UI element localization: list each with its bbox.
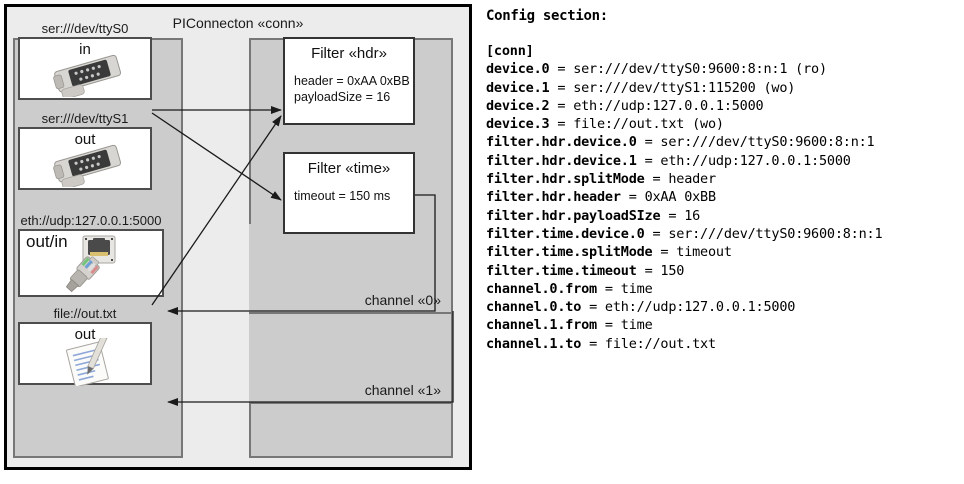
diagram-title: PIConnecton «conn» [172,15,304,31]
channel-0-label: channel «0» [364,292,441,308]
config-value: = eth://udp:127.0.0.1:5000 [549,97,764,114]
config-line: channel.0.to = eth://udp:127.0.0.1:5000 [486,298,882,316]
config-line: filter.hdr.payloadSIze = 16 [486,207,882,225]
config-key: device.0 [486,61,550,78]
config-line: channel.1.from = time [486,316,882,334]
config-key: filter.time.device.0 [486,225,645,242]
device-caption-file: file://out.txt [53,306,117,321]
serial-port-icon [50,143,126,192]
config-line: filter.hdr.header = 0xAA 0xBB [486,188,882,206]
config-key: filter.hdr.header [486,189,621,206]
config-value: = file://out.txt [581,335,716,352]
channel-1-region: channel «1» [249,314,453,404]
config-key: channel.0.from [486,280,597,297]
config-key: device.1 [486,79,550,96]
config-key: filter.hdr.splitMode [486,171,645,188]
config-text: [conn]device.0 = ser:///dev/ttyS0:9600:8… [486,42,883,353]
device-node-ttys1[interactable]: ser:///dev/ttyS1 out [18,110,152,190]
config-line: filter.hdr.device.0 = ser:///dev/ttyS0:9… [486,133,882,151]
config-value: = eth://udp:127.0.0.1:5000 [636,152,851,169]
device-box-ttys1[interactable]: out [18,127,152,190]
device-caption-ttys0: ser:///dev/ttyS0 [41,21,129,36]
config-value: = 0xAA 0xBB [620,189,716,206]
config-value: = eth://udp:127.0.0.1:5000 [581,299,796,316]
serial-port-icon [50,53,126,102]
device-direction-label: out/in [26,232,68,251]
device-node-ttys0[interactable]: ser:///dev/ttyS0 in [18,20,152,100]
device-box-ttys0[interactable]: in [18,37,152,100]
config-value: = header [644,171,716,188]
config-line: device.2 = eth://udp:127.0.0.1:5000 [486,97,882,115]
device-caption-eth: eth://udp:127.0.0.1:5000 [20,213,162,228]
device-direction-label: in [79,41,91,58]
config-value: = 16 [660,207,701,224]
config-key: filter.hdr.device.1 [486,152,637,169]
filter-attrs-hdr: header = 0xAA 0xBB payloadSize = 16 [294,74,410,104]
channel-0-region: channel «0» [249,224,453,314]
device-direction-label: out [74,131,96,148]
file-document-icon [62,331,124,391]
channel-1-label: channel «1» [364,382,441,398]
config-value: = ser:///dev/ttyS0:9600:8:n:1 [644,225,883,242]
config-key: filter.time.timeout [486,262,637,279]
filter-box-hdr[interactable]: Filter «hdr» header = 0xAA 0xBB payloadS… [283,37,415,125]
ethernet-jack-icon [82,235,116,270]
config-value: = time [597,317,653,334]
device-caption-ttys1: ser:///dev/ttyS1 [41,111,129,126]
config-line: filter.time.device.0 = ser:///dev/ttyS0:… [486,225,883,243]
filter-title-time: Filter «time» [307,160,391,177]
config-key: filter.hdr.payloadSIze [486,207,661,224]
config-value: = time [597,280,653,297]
config-value: = file://out.txt (wo) [549,116,724,133]
ethernet-plug-icon [52,253,112,300]
config-line: device.0 = ser:///dev/ttyS0:9600:8:n:1 (… [486,60,882,78]
config-key: channel.1.from [486,317,597,334]
device-box-eth[interactable]: out/in [18,229,164,297]
config-heading: Config section: [486,8,608,24]
config-key: device.2 [486,97,550,114]
filter-attrs-time: timeout = 150 ms [294,189,391,203]
config-value: = 150 [636,262,685,279]
filter-title-hdr: Filter «hdr» [311,45,387,62]
config-line: filter.time.timeout = 150 [486,262,882,280]
config-line: device.3 = file://out.txt (wo) [486,115,882,133]
device-direction-label: out [74,326,96,343]
config-value: = ser:///dev/ttyS1:115200 (wo) [549,79,796,96]
config-line: filter.hdr.splitMode = header [486,170,882,188]
filter-box-time[interactable]: Filter «time» timeout = 150 ms [283,152,415,234]
config-value: = ser:///dev/ttyS0:9600:8:n:1 (ro) [549,61,827,78]
config-line: filter.time.splitMode = timeout [486,243,882,261]
config-line: channel.1.to = file://out.txt [486,335,882,353]
config-value: = timeout [652,244,732,261]
config-line: [conn] [486,42,882,60]
device-box-file[interactable]: out [18,322,152,388]
config-key: filter.time.splitMode [486,244,653,261]
config-line: filter.hdr.device.1 = eth://udp:127.0.0.… [486,152,882,170]
config-line: device.1 = ser:///dev/ttyS1:115200 (wo) [486,79,882,97]
config-key: channel.1.to [486,335,582,352]
config-key: channel.0.to [486,299,582,316]
config-key: [conn] [486,43,534,59]
connection-diagram: PIConnecton «conn» filters channel «0» c… [0,0,478,484]
config-panel: Config section: [conn]device.0 = ser:///… [482,0,964,484]
config-key: device.3 [486,116,550,133]
device-node-file[interactable]: file://out.txt out [18,305,152,388]
config-line: channel.0.from = time [486,280,882,298]
config-key: filter.hdr.device.0 [486,134,637,151]
config-value: = ser:///dev/ttyS0:9600:8:n:1 [636,134,875,151]
device-node-eth[interactable]: eth://udp:127.0.0.1:5000 out/in [18,212,164,297]
